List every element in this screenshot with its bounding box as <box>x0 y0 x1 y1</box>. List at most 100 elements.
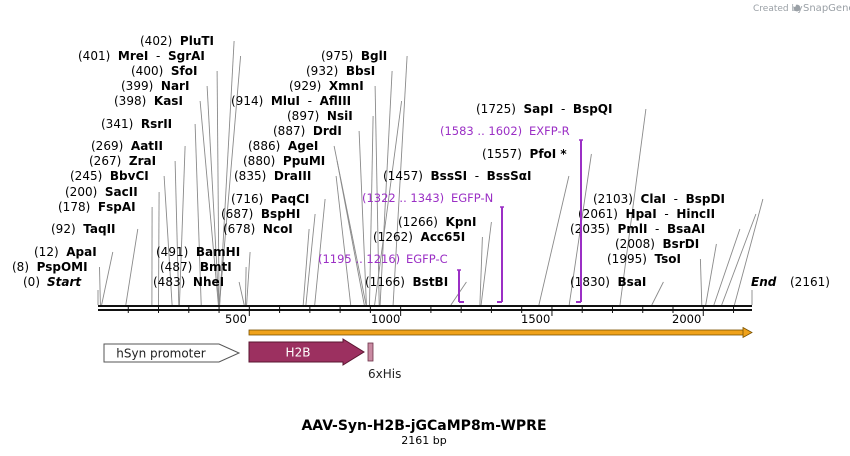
site-callout-line <box>699 258 703 306</box>
site-label: (687) BspHI <box>221 207 300 221</box>
enzyme-name: AflIII <box>320 94 352 108</box>
enzyme-name: ClaI <box>641 192 666 206</box>
site-label: (975) BglI <box>321 49 387 63</box>
site-label: (483) NheI <box>153 275 224 289</box>
enzyme-name: BamHI <box>196 245 240 259</box>
site-callout-line <box>238 281 245 306</box>
site-pos: (932) <box>306 64 346 78</box>
site-callout-line <box>163 175 173 306</box>
site-pos: (483) <box>153 275 193 289</box>
enzyme-name: BstBI <box>413 275 449 289</box>
primer-range: (1322 .. 1343) <box>362 191 444 205</box>
site-pos: (887) <box>273 124 313 138</box>
feature-label: H2B <box>286 346 311 360</box>
primer-range: (1583 .. 1602) <box>440 124 522 138</box>
site-callout-line <box>335 175 352 306</box>
enzyme-name: NsiI <box>327 109 353 123</box>
site-callout-line <box>194 123 202 306</box>
site-label: (245) BbvCI <box>70 169 149 183</box>
site-label: (12) ApaI <box>34 245 97 259</box>
site-label: (341) RsrII <box>101 117 172 131</box>
site-label: (716) PaqCI <box>231 192 309 206</box>
enzyme-name: AatII <box>131 139 163 153</box>
site-pos: (1995) <box>607 252 655 266</box>
site-callout-line <box>101 251 114 306</box>
site-callout-line <box>374 85 380 306</box>
enzyme-name: BmtI <box>200 260 232 274</box>
site-callout-line <box>333 145 367 306</box>
site-pos: (1457) <box>383 169 431 183</box>
enzyme-name: Acc65I <box>421 230 466 244</box>
site-label: (2008) BsrDI <box>615 237 699 251</box>
site-label: (92) TaqII <box>51 222 116 236</box>
site-pos: (200) <box>65 185 105 199</box>
site-pos: (975) <box>321 49 361 63</box>
site-label: (1725) SapI - BspQI <box>476 102 612 116</box>
site-callout-line <box>219 40 235 306</box>
enzyme-name: RsrII <box>141 117 172 131</box>
enzyme-name: NheI <box>193 275 224 289</box>
tick-label: 2000 <box>672 312 701 326</box>
enzyme-name: NarI <box>161 79 190 93</box>
site-label: (914) MluI - AflIII <box>231 94 351 108</box>
site-pos: (2103) <box>593 192 641 206</box>
site-callout-line <box>705 243 717 306</box>
start-label: Start <box>47 275 82 289</box>
site-pos: (716) <box>231 192 271 206</box>
site-pos: (487) <box>160 260 200 274</box>
enzyme-name: PaqCI <box>271 192 309 206</box>
brand-label: SnapGene <box>803 3 850 14</box>
site-label: (2103) ClaI - BspDI <box>593 192 725 206</box>
tick-label: 500 <box>225 312 247 326</box>
primer-name: EGFP-C <box>406 252 448 266</box>
site-pos: (269) <box>91 139 131 153</box>
site-callout-line <box>246 251 251 306</box>
site-pos: (245) <box>70 169 110 183</box>
site-callout-line <box>174 160 180 306</box>
site-pos: (341) <box>101 117 141 131</box>
site-pos: (8) <box>12 260 37 274</box>
site-pos: (402) <box>140 34 180 48</box>
site-label: (1995) TsoI <box>607 252 681 266</box>
primer-name: EXFP-R <box>529 124 570 138</box>
enzyme-name: BspDI <box>686 192 725 206</box>
site-callout-line <box>99 266 101 306</box>
enzyme-name: KpnI <box>446 215 477 229</box>
primer-range: (1195 .. 1216) <box>318 252 400 266</box>
enzyme-name: BsrDI <box>663 237 700 251</box>
site-pos: (92) <box>51 222 83 236</box>
orf-arrow <box>248 326 753 339</box>
enzyme-name: BssSI <box>431 169 468 183</box>
site-pos: (1166) <box>365 275 413 289</box>
site-pos: (178) <box>58 200 98 214</box>
site-pos: (1266) <box>398 215 446 229</box>
enzyme-name: DraIII <box>274 169 311 183</box>
enzyme-name: BsaI <box>618 275 647 289</box>
site-pos: (2008) <box>615 237 663 251</box>
length-label: 2161 bp <box>401 434 446 447</box>
feature-label: hSyn promoter <box>116 347 205 361</box>
site-callout-line <box>733 198 764 306</box>
site-callout-line <box>314 198 326 306</box>
enzyme-name: FspAI <box>98 200 136 214</box>
site-callout-line <box>392 55 408 306</box>
site-callout-line <box>713 228 741 306</box>
enzyme-name: PpuMI <box>283 154 325 168</box>
start-pos: (0) <box>23 275 40 289</box>
enzyme-name: PfoI * <box>530 147 568 161</box>
site-callout-line <box>158 191 160 306</box>
site-label: (1557) PfoI * <box>482 147 567 161</box>
site-callout-line <box>358 130 367 306</box>
enzyme-name: SfoI <box>171 64 198 78</box>
enzyme-name: NcoI <box>263 222 293 236</box>
site-label: (402) PluTI <box>140 34 214 48</box>
site-callout-line <box>302 228 310 306</box>
site-pos: (399) <box>121 79 161 93</box>
enzyme-name: PluTI <box>180 34 214 48</box>
site-separator: - <box>467 169 487 183</box>
tick-label: 1500 <box>521 312 550 326</box>
site-label: (269) AatII <box>91 139 163 153</box>
site-callout-line <box>178 145 186 306</box>
site-label: (400) SfoI <box>131 64 197 78</box>
enzyme-name: PmlI <box>618 222 648 236</box>
